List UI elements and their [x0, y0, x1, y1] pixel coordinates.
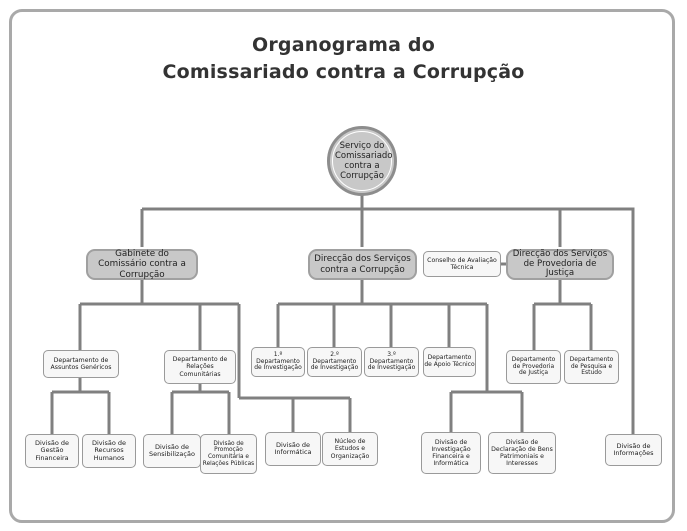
- node-dep-invest-3: 3.º Departamento de Investigação: [364, 347, 419, 377]
- node-dep-apoio: Departamento de Apoio Técnico: [423, 347, 476, 377]
- node-dep-invest-1: 1.º Departamento de Investigação: [251, 347, 305, 377]
- node-dep-pesquisa: Departamento de Pesquisa e Estudo: [564, 350, 619, 384]
- node-conselho: Conselho de Avaliação Técnica: [423, 251, 501, 277]
- node-div-promocao: Divisão de Promoção Comunitária e Relaçõ…: [200, 434, 257, 474]
- node-nucleo: Núcleo de Estudos e Organização: [322, 432, 378, 466]
- chart-title-line-1: Organograma do: [251, 34, 435, 56]
- node-div-informacoes: Divisão de Informações: [605, 434, 662, 466]
- node-div-recursos: Divisão de Recursos Humanos: [82, 434, 136, 468]
- node-div-declaracao: Divisão de Declaração de Bens Patrimonia…: [488, 432, 556, 474]
- node-gabinete: Gabinete do Comissário contra a Corrupçã…: [86, 249, 198, 280]
- node-dep-relacoes: Departamento de Relações Comunitárias: [164, 350, 236, 384]
- node-div-gestao: Divisão de Gestão Financeira: [25, 434, 79, 468]
- node-div-informatica: Divisão de Informática: [265, 432, 321, 466]
- node-div-investigacao: Divisão de Investigação Financeira e Inf…: [421, 432, 481, 474]
- node-dep-invest-2: 2.º Departamento de Investigação: [307, 347, 362, 377]
- node-provedoria: Direcção dos Serviços de Provedoria de J…: [506, 249, 614, 280]
- node-dep-provedoria: Departamento de Provedoria de Justiça: [506, 350, 561, 384]
- chart-title-line-2: Comissariado contra a Corrupção: [162, 61, 525, 83]
- node-div-sensibilizacao: Divisão de Sensibilização: [143, 434, 201, 468]
- node-root: Serviço do Comissariado contra a Corrupç…: [327, 126, 397, 196]
- node-direccao-servicos: Direcção dos Serviços contra a Corrupção: [308, 249, 417, 280]
- node-dep-assuntos: Departamento de Assuntos Genéricos: [43, 350, 119, 378]
